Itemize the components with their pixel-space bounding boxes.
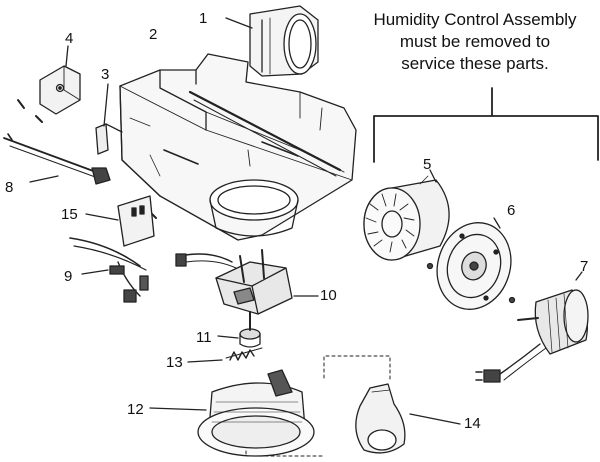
duct-connector-part (225, 5, 319, 77)
note-line-2: must be removed to (399, 32, 551, 51)
callout-5: 5 (423, 156, 432, 173)
mounting-bracket-part (95, 83, 123, 155)
wiring-harness-part (69, 237, 149, 303)
callout-11: 11 (196, 329, 212, 346)
callout-15: 15 (61, 206, 78, 223)
receptacle-plate-part (85, 195, 155, 247)
motor-part (475, 271, 589, 383)
callout-13: 13 (166, 354, 183, 371)
callout-14: 14 (464, 415, 481, 432)
spring-clip-part (187, 347, 263, 363)
power-cord-part (3, 137, 111, 185)
callout-9: 9 (64, 268, 73, 285)
note-line-1: Humidity Control Assembly (373, 10, 577, 29)
service-parts-bracket (373, 87, 599, 163)
callout-10: 10 (320, 287, 337, 304)
callout-8: 8 (5, 179, 14, 196)
callout-3: 3 (101, 66, 110, 83)
light-trim-part (149, 369, 315, 457)
motor-plate-part (436, 217, 512, 310)
screws (7, 99, 157, 219)
dashed-guide-line (245, 355, 391, 457)
callout-7: 7 (580, 258, 589, 275)
light-bulb-part (355, 383, 461, 454)
fan-housing-part (119, 53, 357, 241)
callout-12: 12 (127, 401, 144, 418)
callout-2: 2 (149, 26, 158, 43)
control-knob-part (217, 311, 261, 348)
blower-wheel-part (363, 169, 450, 261)
callout-4: 4 (65, 30, 74, 47)
callout-1: 1 (199, 10, 208, 27)
control-bracket-part (39, 45, 81, 115)
humidity-control-assembly-part (175, 249, 319, 315)
humidity-control-note: Humidity Control Assembly must be remove… (355, 9, 595, 75)
note-line-3: service these parts. (401, 54, 549, 73)
callout-6: 6 (507, 202, 516, 219)
